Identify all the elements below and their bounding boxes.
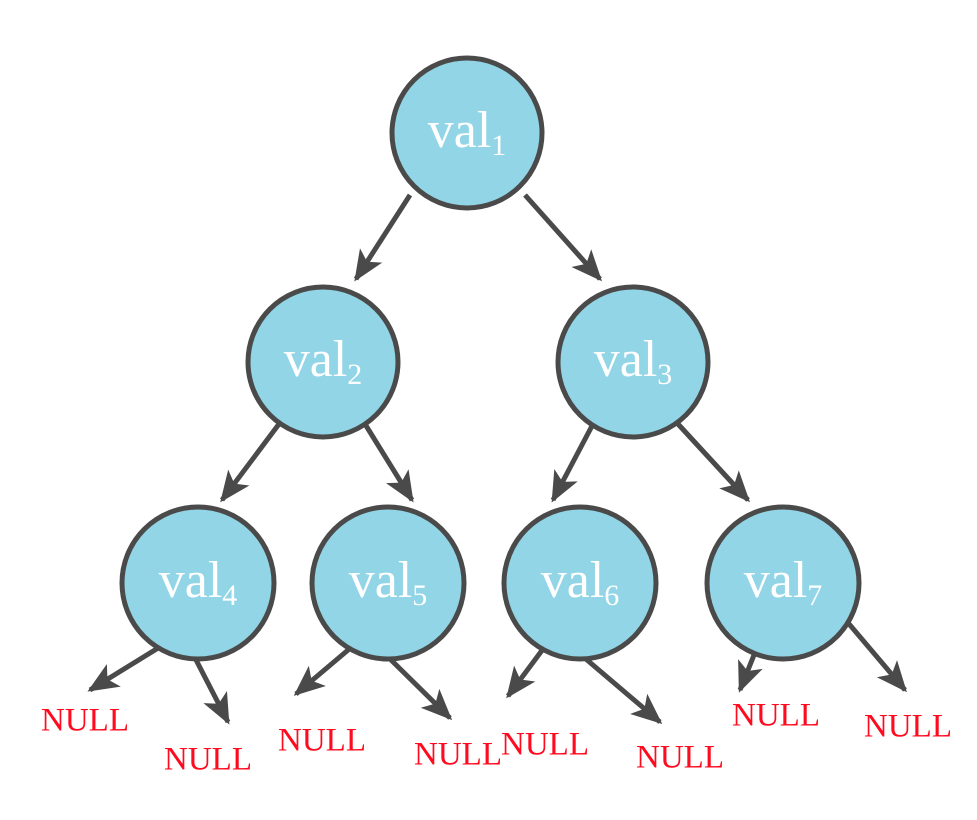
node-label-base-n1: val <box>428 102 492 159</box>
null-edge-n4-right <box>190 652 231 725</box>
null-label-n7-left: NULL <box>732 698 820 734</box>
node-label-n5: val5 <box>349 552 428 612</box>
null-label-n5-left: NULL <box>278 723 366 759</box>
null-label-n6-right: NULL <box>636 740 724 776</box>
null-edge-n5-left <box>293 643 356 696</box>
tree-node-n4[interactable]: val4 <box>119 504 277 662</box>
null-label-n4-right: NULL <box>164 742 252 778</box>
node-label-base-n5: val <box>349 552 413 609</box>
null-label-n4-left: NULL <box>41 703 129 739</box>
node-label-n6: val6 <box>541 552 620 612</box>
tree-node-n6[interactable]: val6 <box>501 504 659 662</box>
node-label-subscript-n3: 3 <box>657 358 672 391</box>
node-label-n4: val4 <box>159 552 238 612</box>
node-label-base-n7: val <box>744 552 808 609</box>
tree-edges <box>220 193 751 503</box>
node-label-base-n4: val <box>159 552 223 609</box>
node-label-n2: val2 <box>284 331 363 391</box>
null-edge-n7-right <box>842 616 907 693</box>
node-circle-n5[interactable] <box>309 504 467 662</box>
node-label-subscript-n4: 4 <box>222 579 237 612</box>
tree-node-n1[interactable]: val1 <box>389 55 545 211</box>
null-edge-n5-right <box>383 652 453 721</box>
tree-edge-n3-to-n6 <box>550 422 596 503</box>
null-edge-n6-right <box>578 652 663 724</box>
tree-edge-n2-to-n4 <box>220 422 281 503</box>
null-label-n5-right: NULL <box>414 737 502 773</box>
node-label-subscript-n1: 1 <box>491 129 506 162</box>
node-label-subscript-n5: 5 <box>412 579 427 612</box>
null-pointer-edges <box>87 616 907 725</box>
node-circle-n3[interactable] <box>555 284 711 440</box>
tree-edge-n2-to-n5 <box>362 422 415 503</box>
null-label-n6-left: NULL <box>501 727 589 763</box>
node-label-n7: val7 <box>744 552 823 612</box>
node-circle-n6[interactable] <box>501 504 659 662</box>
node-label-n3: val3 <box>594 331 673 391</box>
node-circle-n7[interactable] <box>704 504 862 662</box>
node-label-base-n3: val <box>594 331 658 388</box>
tree-node-n2[interactable]: val2 <box>245 284 401 440</box>
node-circle-n1[interactable] <box>389 55 545 211</box>
node-label-base-n6: val <box>541 552 605 609</box>
node-label-base-n2: val <box>284 331 348 388</box>
node-circle-n2[interactable] <box>245 284 401 440</box>
tree-node-n7[interactable]: val7 <box>704 504 862 662</box>
tree-node-n3[interactable]: val3 <box>555 284 711 440</box>
null-label-n7-right: NULL <box>864 709 952 745</box>
tree-edge-n1-to-n2 <box>353 193 413 282</box>
node-label-subscript-n2: 2 <box>347 358 362 391</box>
node-label-subscript-n7: 7 <box>807 579 822 612</box>
tree-edge-n1-to-n3 <box>523 193 602 282</box>
null-edge-n4-left <box>87 642 165 693</box>
node-label-subscript-n6: 6 <box>604 579 619 612</box>
node-circle-n4[interactable] <box>119 504 277 662</box>
null-edge-n6-left <box>505 643 549 699</box>
tree-edge-n3-to-n7 <box>676 422 751 503</box>
tree-node-n5[interactable]: val5 <box>309 504 467 662</box>
node-label-n1: val1 <box>428 102 507 162</box>
